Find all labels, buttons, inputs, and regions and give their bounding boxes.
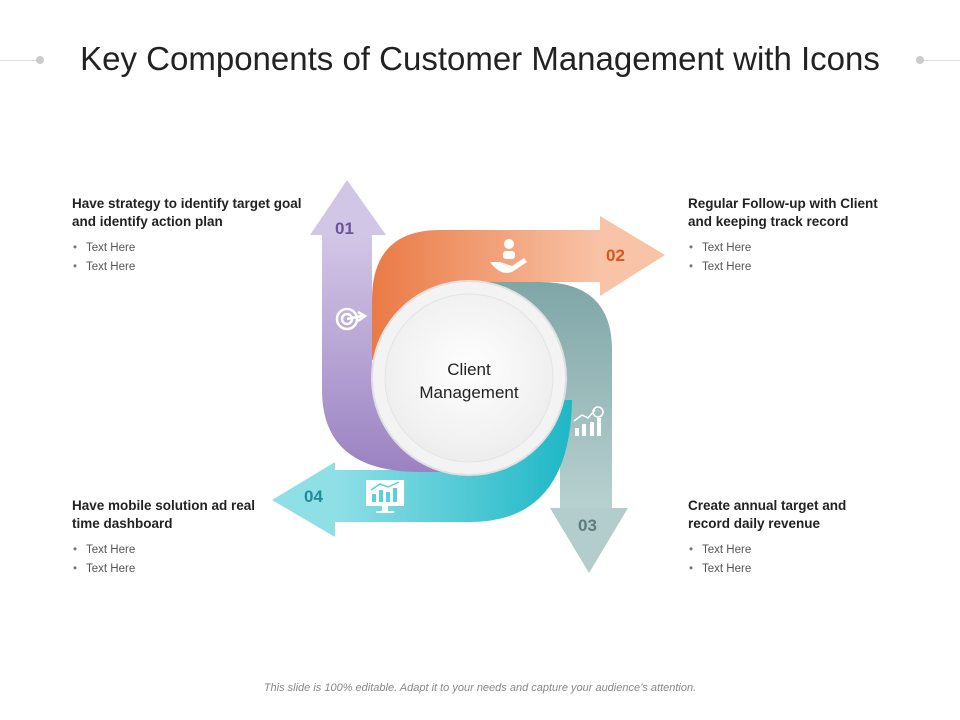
bullet: Text Here [689, 560, 888, 579]
bullet: Text Here [73, 258, 302, 277]
center-label: Client Management [389, 358, 549, 404]
slide-title: Key Components of Customer Management wi… [80, 40, 880, 77]
bullet: Text Here [73, 239, 302, 258]
step-number-03: 03 [578, 516, 597, 535]
bullet: Text Here [73, 560, 257, 579]
title-rule-right [920, 60, 960, 61]
title-rule-left [0, 60, 40, 61]
step-03-text: Create annual target and record daily re… [688, 497, 888, 579]
revenue-chart-icon [573, 406, 604, 436]
footer-note: This slide is 100% editable. Adapt it to… [263, 682, 697, 694]
step-number-04: 04 [304, 487, 323, 506]
step-02-text: Regular Follow-up with Client and keepin… [688, 195, 903, 277]
arrow-02 [372, 216, 665, 360]
step-number-02: 02 [606, 246, 625, 265]
step-heading: Create annual target and record daily re… [688, 498, 847, 531]
step-number-01: 01 [335, 219, 354, 238]
center-circle [384, 293, 554, 463]
dashboard-monitor-icon [366, 480, 404, 513]
center-label-line-1: Client [447, 360, 491, 379]
step-heading: Regular Follow-up with Client and keepin… [688, 196, 878, 229]
step-04-text: Have mobile solution ad real time dashbo… [72, 497, 257, 579]
arrow-01 [310, 180, 450, 472]
bullet: Text Here [689, 541, 888, 560]
hand-person-icon [490, 239, 527, 273]
step-heading: Have strategy to identify target goal an… [72, 196, 302, 229]
title-dot-left [36, 56, 44, 64]
arrow-03 [480, 282, 628, 573]
center-label-line-2: Management [419, 383, 519, 402]
title-dot-right [916, 56, 924, 64]
bullet: Text Here [73, 541, 257, 560]
target-icon [335, 307, 368, 331]
bullet: Text Here [689, 258, 903, 277]
bullet: Text Here [689, 239, 903, 258]
step-01-text: Have strategy to identify target goal an… [72, 195, 302, 277]
step-heading: Have mobile solution ad real time dashbo… [72, 498, 256, 531]
